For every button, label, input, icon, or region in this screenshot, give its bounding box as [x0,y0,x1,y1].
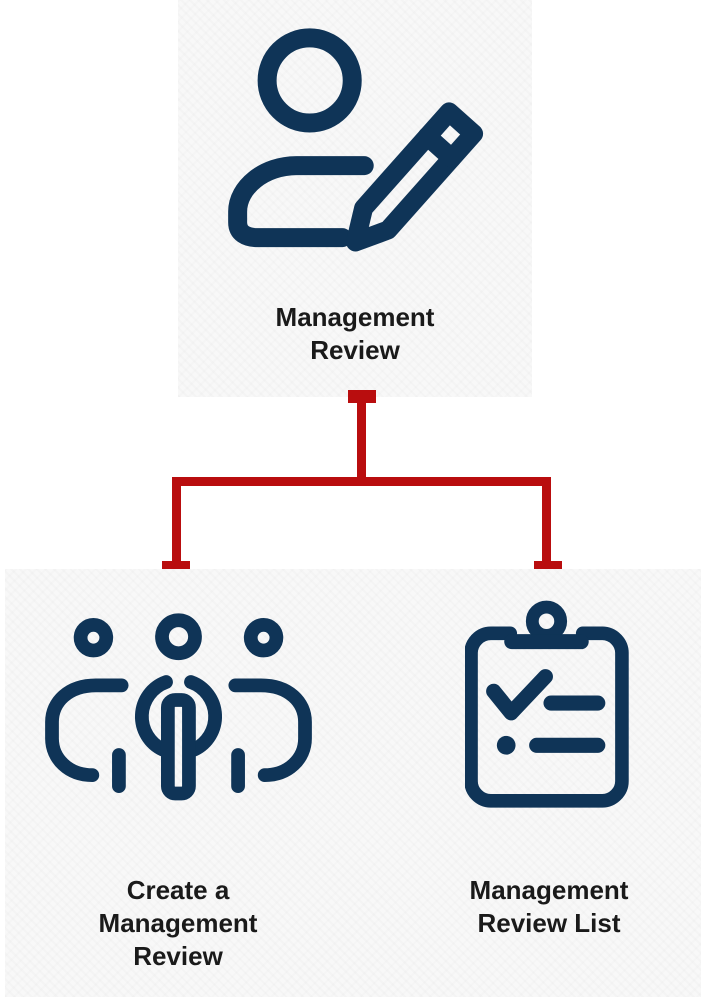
clipboard-checklist-icon [464,600,629,808]
connector-stem [357,396,366,481]
node-create-management-review[interactable]: Create a Management Review [13,569,343,997]
team-icon [44,613,312,801]
connector-left-drop [172,481,181,565]
node-label: Create a Management Review [98,875,258,971]
node-label: Management Review List [469,875,629,938]
connector-crossbar [172,477,551,486]
person-writing-icon [227,28,483,252]
node-label: Management Review [275,302,435,365]
node-management-review-list[interactable]: Management Review List [384,569,714,997]
connector-right-drop [542,481,551,565]
children-panel: Create a Management Review Management Re… [5,569,701,997]
node-management-review[interactable]: Management Review [178,0,532,397]
